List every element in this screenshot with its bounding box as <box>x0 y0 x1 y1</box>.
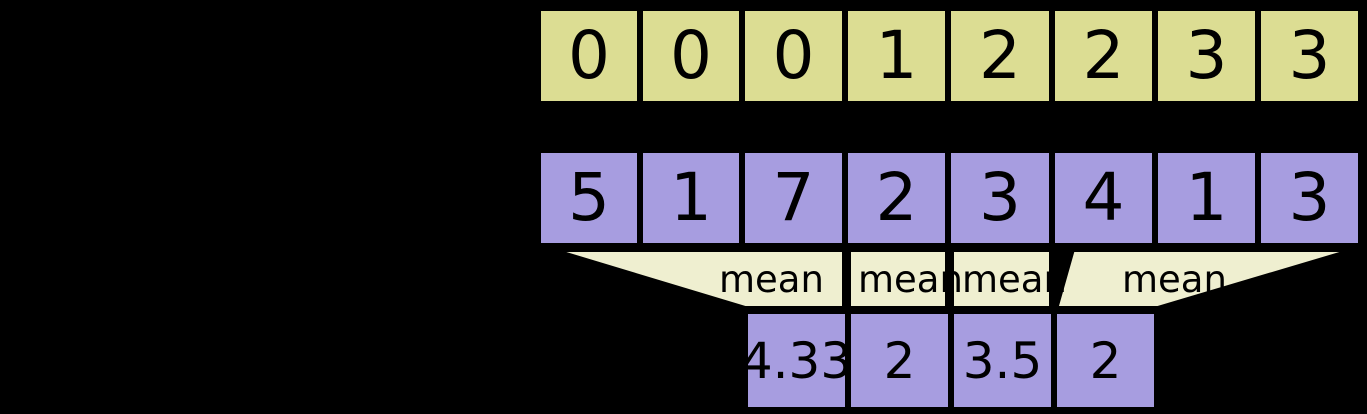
segment-id-cell-4: 2 <box>948 8 1052 104</box>
input-value: 4 <box>1082 159 1125 236</box>
mean-label-0: mean <box>719 258 824 301</box>
segment-id-value: 1 <box>875 17 918 94</box>
segment-id-cell-6: 3 <box>1155 8 1258 104</box>
input-value-cell-3: 2 <box>845 150 948 246</box>
segment-id-cell-7: 3 <box>1258 8 1361 104</box>
pooled-output-value: 4.33 <box>740 331 853 390</box>
pooled-output-value: 2 <box>1089 331 1122 390</box>
mean-label-1: mean <box>858 258 963 301</box>
segment-id-value: 2 <box>1082 17 1125 94</box>
segment-id-value: 2 <box>979 17 1021 94</box>
pooled-output-cell-0: 4.33 <box>741 311 852 410</box>
input-value-cell-6: 1 <box>1155 150 1258 246</box>
input-value: 3 <box>1288 159 1331 236</box>
segment-id-value: 0 <box>772 17 815 94</box>
input-value-cell-5: 4 <box>1052 150 1155 246</box>
input-value: 3 <box>979 159 1021 236</box>
segment-id-cell-0: 0 <box>538 8 640 104</box>
mean-label-3: mean <box>1122 258 1227 301</box>
segment-id-value: 0 <box>670 17 712 94</box>
segment-id-value: 0 <box>568 17 610 94</box>
segment-id-cell-2: 0 <box>742 8 845 104</box>
input-value: 1 <box>670 159 712 236</box>
input-value: 7 <box>772 159 815 236</box>
segment-id-cell-3: 1 <box>845 8 948 104</box>
segment-id-cell-1: 0 <box>640 8 742 104</box>
pooled-output-cell-1: 2 <box>848 311 951 410</box>
mean-operator-band: mean mean mean mean <box>0 246 1367 312</box>
input-value: 2 <box>875 159 918 236</box>
pooled-output-value: 2 <box>883 331 916 390</box>
input-value-cell-1: 1 <box>640 150 742 246</box>
input-value-cell-4: 3 <box>948 150 1052 246</box>
segment-id-value: 3 <box>1288 17 1331 94</box>
segment-id-cell-5: 2 <box>1052 8 1155 104</box>
input-value-cell-7: 3 <box>1258 150 1361 246</box>
segment-id-value: 3 <box>1185 17 1228 94</box>
pooled-output-cell-3: 2 <box>1054 311 1157 410</box>
input-value-cell-0: 5 <box>538 150 640 246</box>
pooled-output-value: 3.5 <box>962 331 1043 390</box>
input-value: 5 <box>568 159 610 236</box>
pooled-output-cell-2: 3.5 <box>951 311 1054 410</box>
input-value: 1 <box>1185 159 1228 236</box>
input-value-cell-2: 7 <box>742 150 845 246</box>
mean-funnel-3 <box>1051 246 1361 312</box>
mean-label-2: mean <box>962 258 1067 301</box>
